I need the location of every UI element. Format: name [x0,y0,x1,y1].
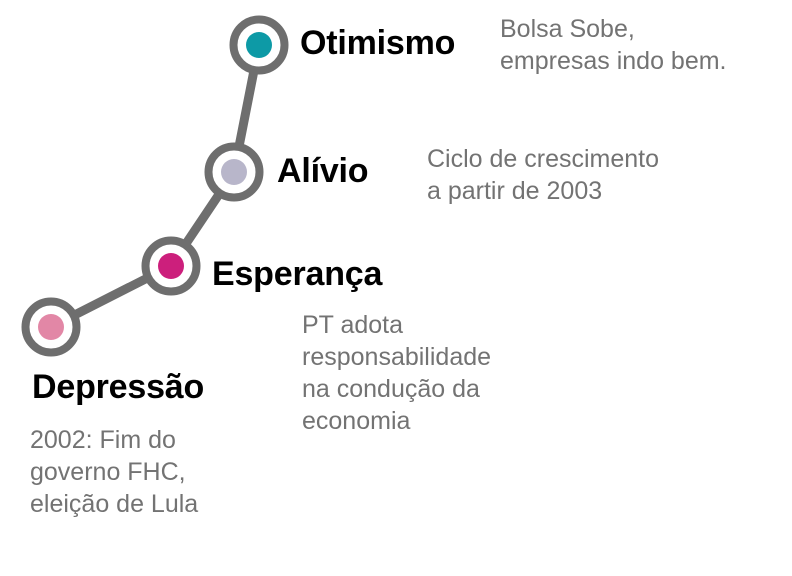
stage-title-esperanca: Esperança [212,255,383,293]
stage-description-esperanca: PT adota responsabilidade na condução da… [302,311,492,435]
timeline-node-otimismo[interactable] [229,15,289,75]
stage-title-otimismo: Otimismo [300,24,456,62]
stage-description-alivio: Ciclo de crescimento a partir de 2003 [427,145,660,205]
timeline-node-esperanca[interactable] [141,236,201,296]
timeline-node-depressao[interactable] [21,297,81,357]
stage-description-depressao: 2002: Fim do governo FHC, eleição de Lul… [30,426,199,518]
stage-description-otimismo: Bolsa Sobe, empresas indo bem. [500,15,727,75]
stage-title-alivio: Alívio [277,152,369,190]
stage-title-depressao: Depressão [32,368,205,406]
timeline-node-alivio[interactable] [204,142,264,202]
